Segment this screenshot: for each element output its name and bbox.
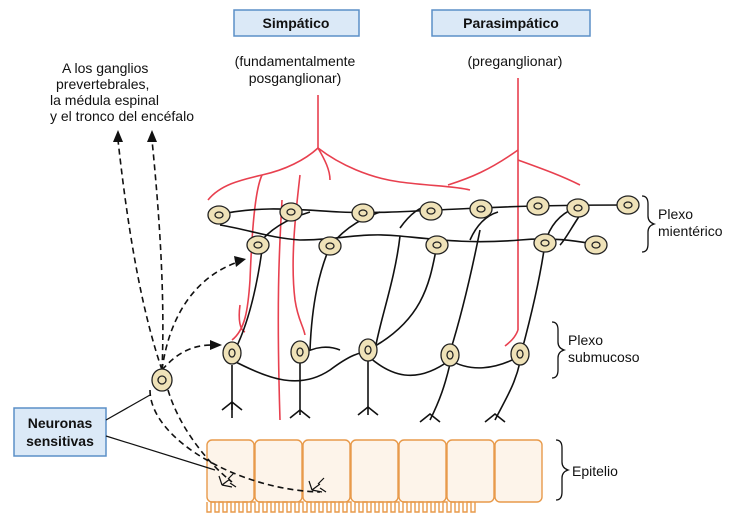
neuron (359, 339, 377, 361)
neuron (617, 196, 639, 214)
neuron (567, 199, 589, 217)
myenteric-neurons (208, 196, 639, 255)
neuron (511, 343, 529, 365)
neuron (420, 202, 442, 220)
sympathetic-title: Simpático (263, 15, 330, 31)
myenteric-label-line1: Plexo (658, 206, 693, 222)
arrow-right-icon (210, 340, 222, 350)
sympathetic-header: Simpático (234, 10, 359, 36)
parasympathetic-fibers (448, 78, 580, 346)
neuron (291, 341, 309, 363)
afferent-line1: A los ganglios (62, 60, 148, 76)
neuron (426, 236, 448, 254)
parasympathetic-header: Parasimpático (432, 10, 590, 36)
neuron (585, 236, 607, 254)
submucosal-label-line2: submucoso (568, 349, 640, 365)
afferent-line4: y el tronco del encéfalo (50, 108, 194, 124)
afferent-line2: prevertebrales, (56, 76, 149, 92)
neuron (247, 236, 269, 254)
neuron (534, 234, 556, 252)
myenteric-label-line2: mientérico (658, 223, 723, 239)
sensory-label: Neuronas sensitivas (14, 395, 215, 470)
sensory-label-line1: Neuronas (28, 415, 93, 431)
arrow-up-icon (147, 130, 157, 142)
neuron (527, 197, 549, 215)
arrowheads (113, 130, 246, 350)
sensory-neuron (152, 369, 172, 391)
sensory-pathways (118, 140, 320, 492)
sympathetic-note-line2: posganglionar) (249, 70, 342, 86)
neuron (470, 200, 492, 218)
arrow-right-icon (234, 256, 246, 267)
epithelium-label: Epitelio (572, 463, 618, 479)
neuron (223, 342, 241, 364)
epithelium-layer (207, 440, 542, 512)
afferent-line3: la médula espinal (50, 92, 159, 108)
parasympathetic-title: Parasimpático (463, 15, 559, 31)
arrow-up-icon (113, 130, 123, 142)
submucosal-label-line1: Plexo (568, 332, 603, 348)
neuron (280, 203, 302, 221)
sympathetic-note-line1: (fundamentalmente (235, 53, 356, 69)
neuron (208, 206, 230, 224)
neuron (441, 344, 459, 366)
neuron (319, 237, 341, 255)
sensory-label-line2: sensitivas (26, 433, 94, 449)
parasympathetic-note: (preganglionar) (468, 53, 563, 69)
afferent-destination-text: A los ganglios prevertebrales, la médula… (50, 60, 194, 124)
neuron (352, 204, 374, 222)
